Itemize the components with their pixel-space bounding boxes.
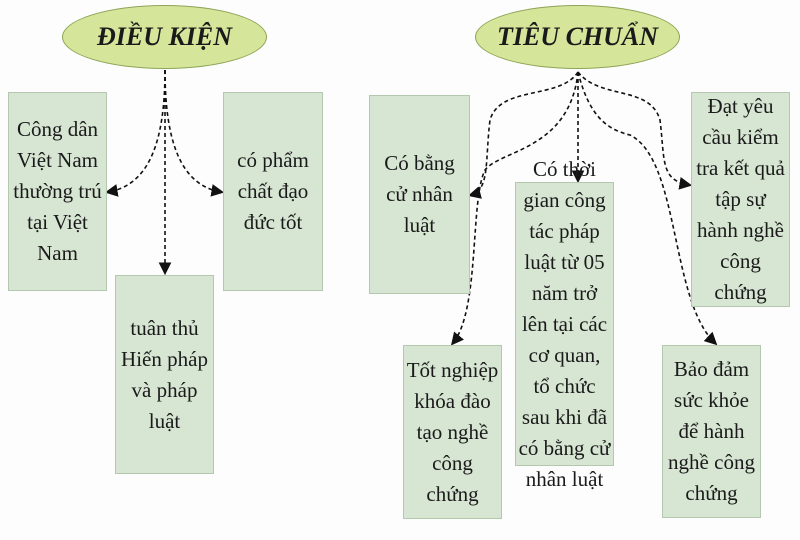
arrow-dk-left xyxy=(104,69,166,197)
dk-constitution-box: tuân thủ Hiến pháp và pháp luật xyxy=(115,275,214,474)
arrow-tc-bottom-right xyxy=(577,71,718,346)
dk-ethics-box: có phẩm chất đạo đức tốt xyxy=(223,92,323,291)
arrow-dk-right xyxy=(164,69,225,197)
tc-training-box: Tốt nghiệp khóa đào tạo nghề công chứng xyxy=(403,345,502,519)
tc-law-degree-box: Có bằng cử nhân luật xyxy=(369,95,470,294)
tieu-chuan-heading: TIÊU CHUẨN xyxy=(475,5,680,69)
dk-citizen-box: Công dân Việt Nam thường trú tại Việt Na… xyxy=(8,92,107,291)
tc-work-time-box: Có thời gian công tác pháp luật từ 05 nă… xyxy=(515,157,614,491)
arrow-tc-right xyxy=(577,71,693,190)
tc-internship-box: Đạt yêu cầu kiểm tra kết quả tập sự hành… xyxy=(691,92,790,307)
dieu-kien-heading: ĐIỀU KIỆN xyxy=(62,5,267,69)
arrow-tc-left xyxy=(467,71,579,199)
tc-health-box: Bảo đảm sức khỏe để hành nghề công chứng xyxy=(662,345,761,518)
arrow-tc-bottom-left xyxy=(450,71,579,346)
